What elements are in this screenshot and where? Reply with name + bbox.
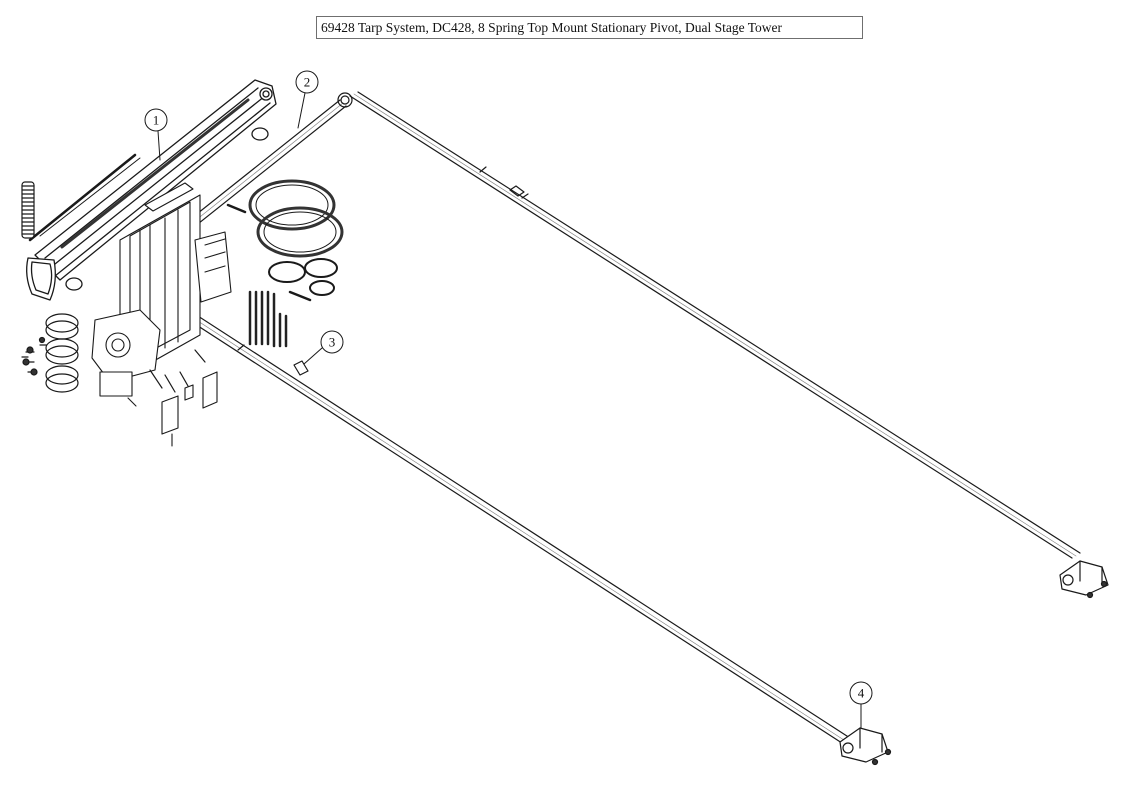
callout-label-3: 3 bbox=[329, 335, 336, 350]
spring-rods bbox=[248, 290, 288, 348]
hardware-fasteners bbox=[21, 336, 206, 393]
callout-3: 3 bbox=[303, 330, 344, 365]
rear-arm-tube bbox=[349, 91, 1081, 559]
spring-rings bbox=[226, 179, 344, 302]
callout-1: 1 bbox=[144, 108, 168, 161]
tower-assembly bbox=[119, 182, 232, 381]
motor-gearbox bbox=[91, 309, 161, 407]
pivot-base-rear bbox=[1059, 560, 1109, 599]
small-bracket bbox=[293, 360, 309, 376]
pivot-base-front bbox=[839, 727, 892, 766]
mounting-plates bbox=[161, 371, 218, 447]
callout-label-2: 2 bbox=[304, 75, 311, 90]
drawing-title: 69428 Tarp System, DC428, 8 Spring Top M… bbox=[316, 16, 863, 39]
callout-label-4: 4 bbox=[858, 686, 865, 701]
callout-4: 4 bbox=[849, 681, 873, 729]
callout-label-1: 1 bbox=[153, 113, 160, 128]
callout-2: 2 bbox=[295, 70, 319, 129]
front-arm-tube bbox=[123, 271, 851, 746]
clamp-rings bbox=[45, 313, 79, 393]
spring-coil bbox=[21, 181, 35, 239]
roll-tube-housing bbox=[26, 79, 277, 301]
